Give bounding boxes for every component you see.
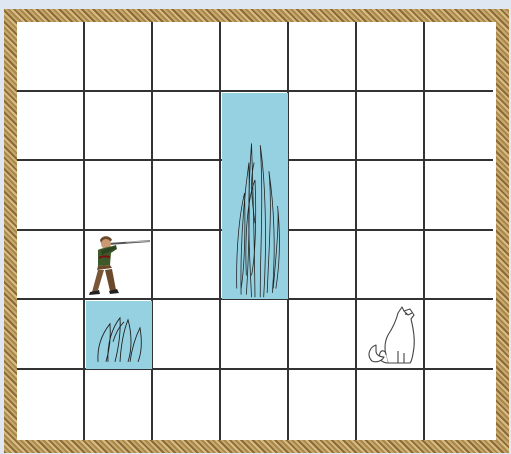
board-cell[interactable] bbox=[17, 161, 85, 231]
waterfall-icon bbox=[222, 93, 288, 300]
board-cell[interactable] bbox=[17, 231, 85, 301]
board-cell[interactable] bbox=[425, 92, 493, 162]
board-cell[interactable] bbox=[357, 92, 425, 162]
board-cell[interactable] bbox=[357, 370, 425, 440]
board-cell[interactable] bbox=[289, 161, 357, 231]
board-cell[interactable] bbox=[289, 300, 357, 370]
board-cell[interactable] bbox=[289, 370, 357, 440]
board-cell[interactable] bbox=[357, 22, 425, 92]
board-cell[interactable] bbox=[289, 22, 357, 92]
board-cell[interactable] bbox=[425, 161, 493, 231]
board-cell[interactable] bbox=[153, 22, 221, 92]
board-cell[interactable] bbox=[17, 300, 85, 370]
board-cell[interactable] bbox=[289, 231, 357, 301]
board-cell[interactable] bbox=[17, 92, 85, 162]
board-cell[interactable] bbox=[85, 92, 153, 162]
waterfall-tile-small[interactable] bbox=[86, 301, 152, 369]
board-cell[interactable] bbox=[85, 161, 153, 231]
board-cell[interactable] bbox=[85, 370, 153, 440]
board-cell[interactable] bbox=[425, 370, 493, 440]
hunter-with-rifle-icon bbox=[86, 232, 152, 298]
board-cell[interactable] bbox=[221, 22, 289, 92]
board-cell[interactable] bbox=[357, 231, 425, 301]
board-cell[interactable] bbox=[221, 300, 289, 370]
board-cell[interactable] bbox=[153, 92, 221, 162]
wolf-piece[interactable] bbox=[358, 301, 424, 369]
board-cell[interactable] bbox=[153, 231, 221, 301]
board-cell[interactable] bbox=[153, 161, 221, 231]
game-board-grid bbox=[17, 22, 496, 440]
board-cell[interactable] bbox=[289, 92, 357, 162]
board-cell[interactable] bbox=[221, 370, 289, 440]
board-cell[interactable] bbox=[425, 300, 493, 370]
board-cell[interactable] bbox=[85, 22, 153, 92]
waterfall-icon-small bbox=[86, 301, 152, 369]
howling-wolf-icon bbox=[358, 301, 424, 367]
game-board-frame bbox=[4, 9, 509, 453]
board-cell[interactable] bbox=[357, 161, 425, 231]
board-cell[interactable] bbox=[425, 22, 493, 92]
board-cell[interactable] bbox=[17, 370, 85, 440]
board-cell[interactable] bbox=[153, 370, 221, 440]
waterfall-tile-large[interactable] bbox=[222, 93, 288, 300]
hunter-piece[interactable] bbox=[86, 232, 152, 300]
board-cell[interactable] bbox=[153, 300, 221, 370]
board-cell[interactable] bbox=[425, 231, 493, 301]
board-cell[interactable] bbox=[17, 22, 85, 92]
